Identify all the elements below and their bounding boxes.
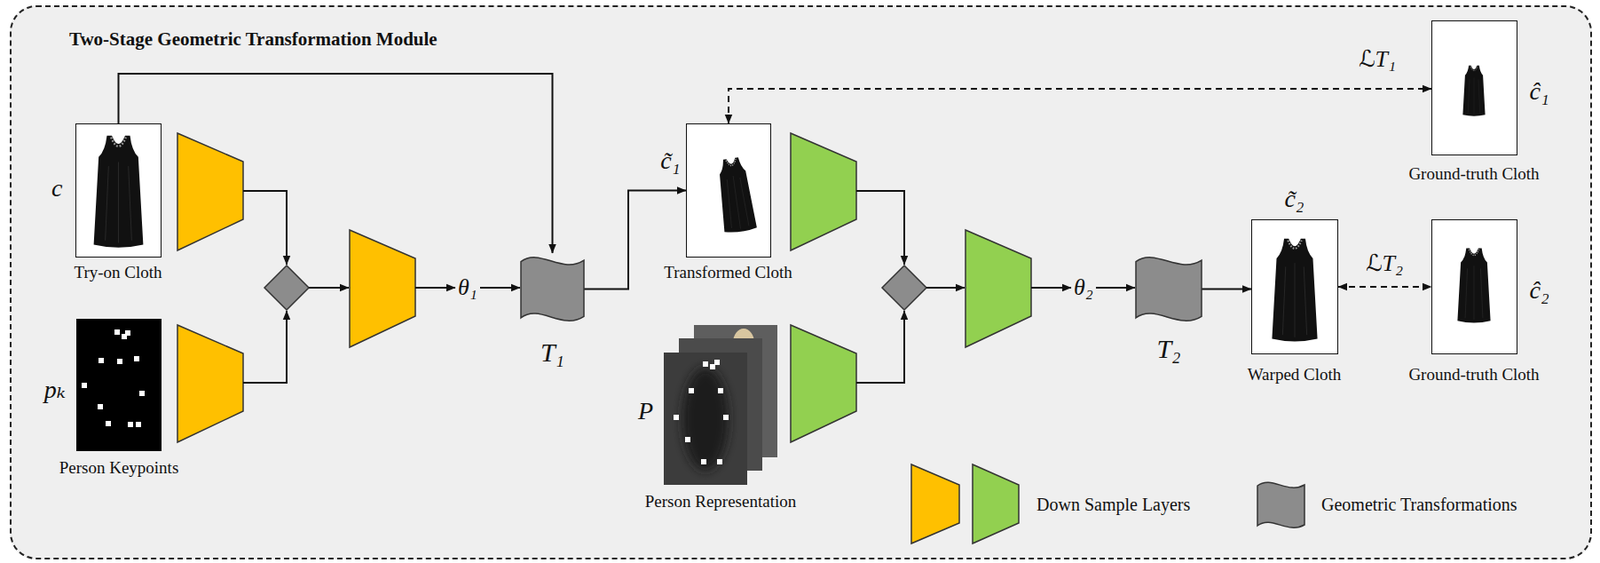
pose-map	[663, 352, 748, 485]
image-ground	[1431, 20, 1518, 156]
transform-shape	[1135, 252, 1202, 325]
body-shape	[682, 367, 729, 471]
legend-green-encoder	[972, 464, 1019, 544]
math-symbol: P	[638, 396, 654, 426]
module-ground	[9, 5, 1593, 560]
dress-picture	[1271, 238, 1317, 342]
legend-yellow-encoder	[911, 464, 960, 544]
math-symbol: c̃₂	[1284, 184, 1304, 213]
math-symbol: T₁	[540, 337, 565, 369]
image-ground	[685, 123, 772, 258]
merge-diamond	[264, 265, 309, 310]
yellow-encoder	[349, 229, 416, 347]
feature-wires	[243, 190, 1135, 383]
parameter-label: θ₁	[457, 274, 478, 301]
module-title: Two-Stage Geometric Transformation Modul…	[69, 28, 438, 50]
image-caption: Person Representation	[645, 491, 797, 512]
legend-text: Down Sample Layers	[1036, 494, 1191, 515]
image-caption: Ground-truth Cloth	[1408, 364, 1539, 385]
image-caption: Warped Cloth	[1247, 364, 1342, 385]
flow-connector	[118, 73, 553, 253]
legend-transform-shape	[1257, 481, 1305, 528]
loss-connector	[728, 88, 1432, 124]
image-caption: Ground-truth Cloth	[1408, 164, 1539, 184]
cloth-image: c̃₁Transformed Cloth	[685, 123, 772, 258]
down-sample-layers	[177, 133, 1032, 442]
crop-patch	[1451, 237, 1467, 258]
transform-outline	[1135, 257, 1202, 321]
cloth-pictures	[75, 20, 1518, 355]
keypoint-map: pₖPerson Keypoints	[76, 318, 162, 451]
transform-shape	[520, 252, 584, 325]
image-ground	[1431, 219, 1518, 355]
legend-samples	[911, 464, 1305, 544]
parameter-label: θ₂	[1073, 274, 1094, 301]
transform-block: T₂	[1135, 252, 1202, 325]
person-representation: PPerson Representation	[663, 324, 778, 485]
image-caption: Person Keypoints	[59, 457, 180, 478]
math-symbol: T₂	[1156, 333, 1181, 365]
transform-outline	[520, 257, 584, 321]
cloth-image: c̃₂Warped Cloth	[1251, 219, 1339, 355]
keypoint-dots	[81, 329, 145, 427]
loss-label: ℒT₂	[1365, 250, 1403, 277]
legend-text: Geometric Transformations	[1321, 494, 1518, 515]
math-symbol: c	[51, 173, 63, 203]
dress-picture	[1457, 247, 1490, 323]
green-encoder	[965, 229, 1032, 347]
dress-picture	[714, 156, 757, 234]
math-symbol: pₖ	[44, 375, 66, 404]
flow-connector	[1201, 288, 1252, 291]
image-ground	[1251, 219, 1339, 355]
yellow-encoder	[177, 133, 244, 251]
merge-diamond	[882, 265, 927, 310]
image-caption: Transformed Cloth	[663, 262, 792, 283]
cloth-image: ĉ₁Ground-truth Cloth	[1431, 20, 1518, 156]
green-encoder	[790, 324, 857, 442]
cloth-image: cTry-on Cloth	[75, 123, 162, 258]
keypoint-picture	[76, 318, 162, 451]
loss-connector	[1338, 285, 1432, 288]
yellow-encoder	[177, 324, 244, 442]
module-frame: Two-Stage Geometric Transformation Modul…	[9, 5, 1593, 560]
person-representation-picture	[663, 324, 778, 485]
math-symbol: ĉ₁	[1529, 77, 1550, 106]
math-symbol: ĉ₂	[1529, 275, 1550, 305]
math-symbol: c̃₁	[660, 146, 680, 175]
image-caption: Try-on Cloth	[73, 262, 162, 283]
keypoint-ground	[76, 318, 162, 451]
image-ground	[75, 123, 162, 258]
transform-block: T₁	[520, 252, 584, 325]
dress-picture	[94, 135, 144, 248]
loss-label: ℒT₁	[1358, 46, 1396, 73]
green-encoder	[790, 133, 857, 251]
keypoint-dots	[673, 359, 729, 465]
cloth-image: ĉ₂Ground-truth Cloth	[1431, 219, 1518, 355]
dress-picture	[1462, 65, 1485, 117]
